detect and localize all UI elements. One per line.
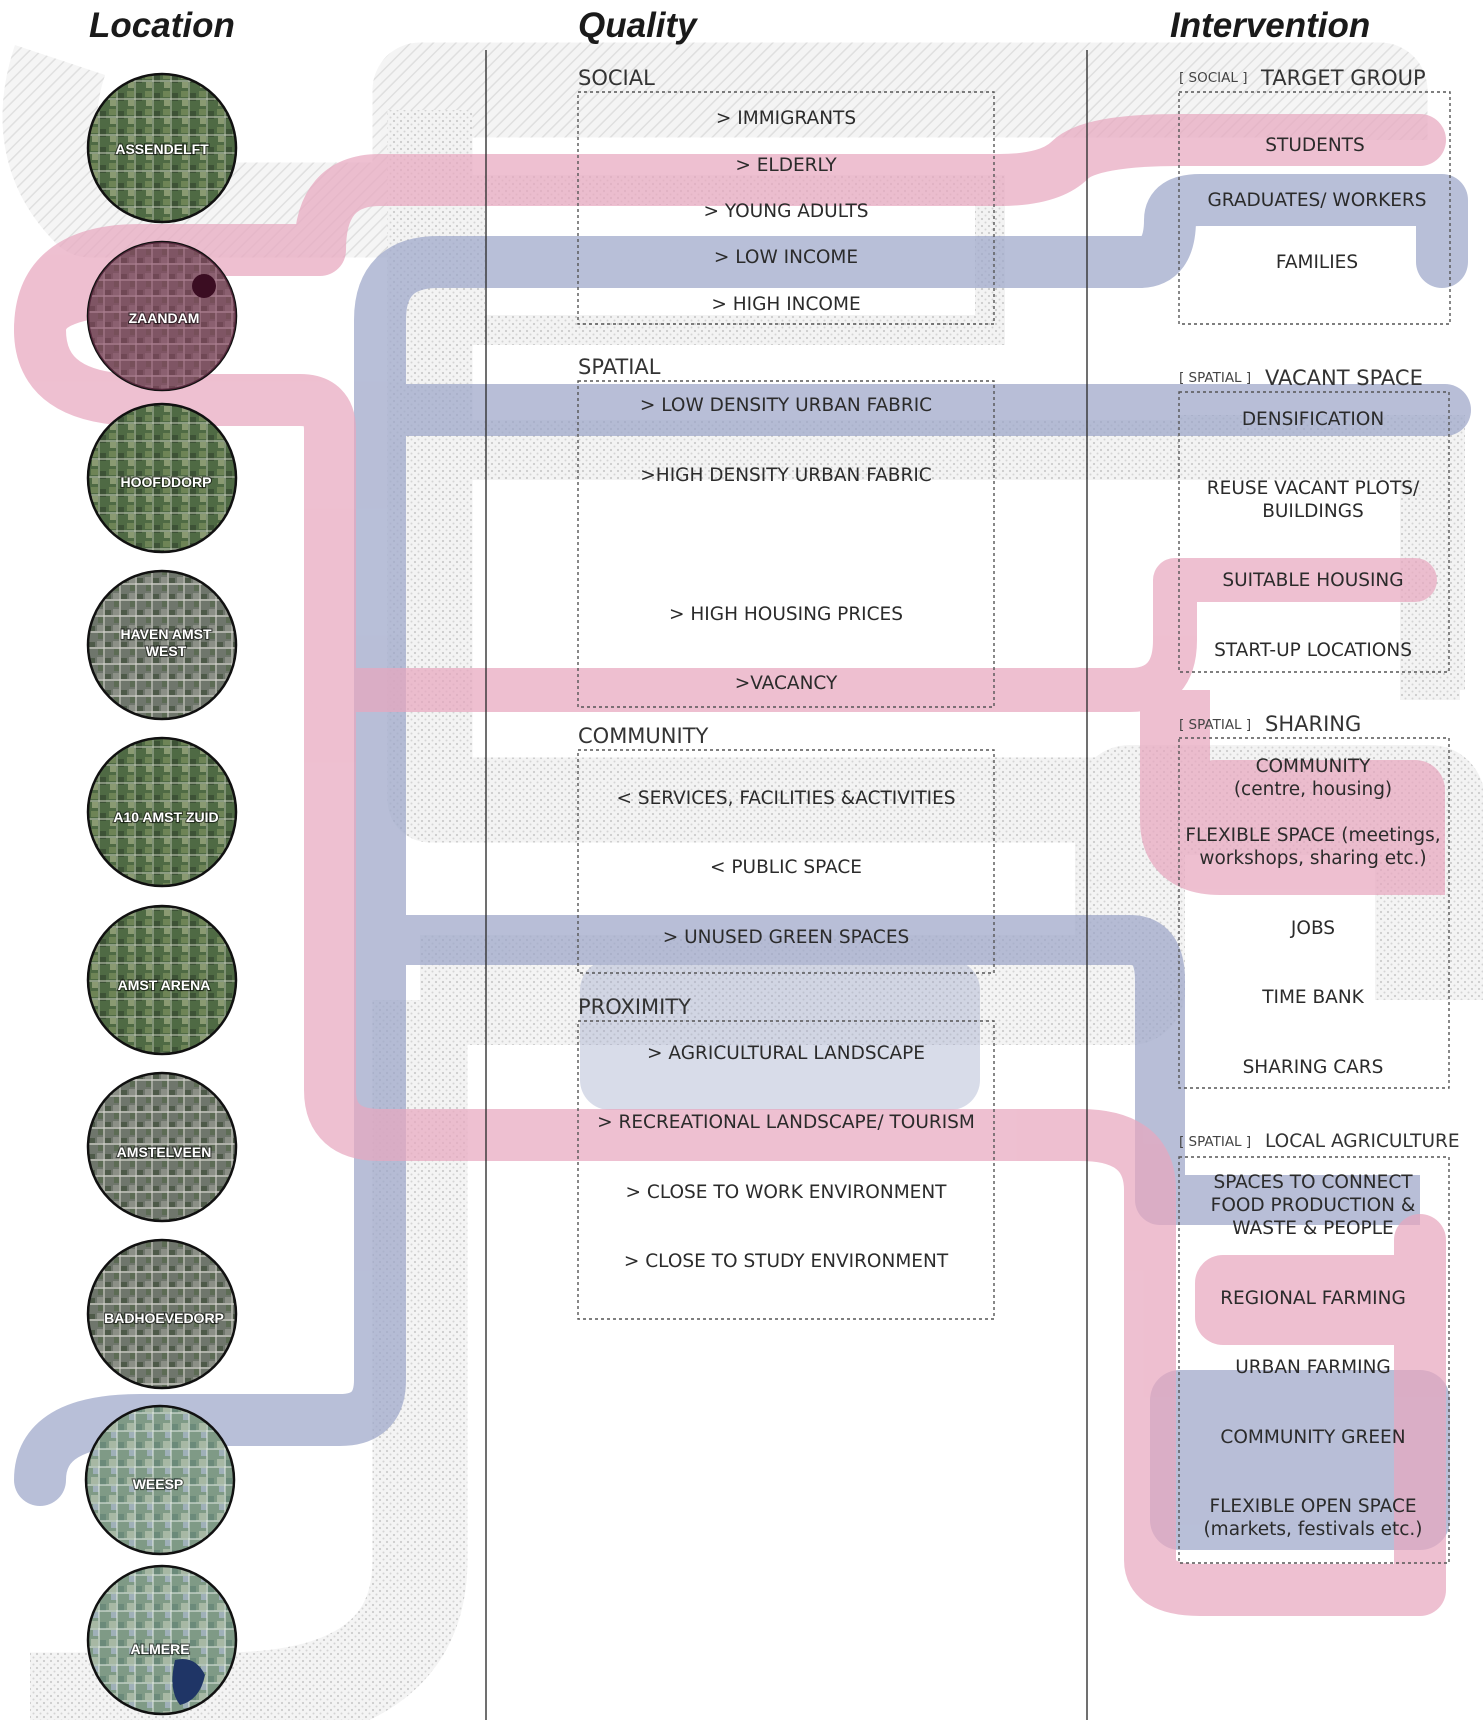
- location-label: ZAANDAM: [129, 310, 200, 326]
- quality-item: >VACANCY: [735, 673, 838, 694]
- section-box: [577, 1020, 995, 1320]
- intervention-item: FOOD PRODUCTION &: [1211, 1195, 1416, 1216]
- quality-item: > YOUNG ADULTS: [703, 201, 868, 222]
- quality-item: > HIGH INCOME: [711, 294, 860, 315]
- location-amstelveen[interactable]: AMSTELVEEN: [86, 1071, 238, 1223]
- section-tag: [ SPATIAL ]: [1179, 717, 1251, 733]
- section-tag: [ SPATIAL ]: [1179, 1134, 1251, 1150]
- section-box: [577, 380, 995, 708]
- quality-item: > IMMIGRANTS: [716, 108, 856, 129]
- intervention-item: DENSIFICATION: [1242, 409, 1384, 430]
- section-title: SOCIAL: [578, 66, 655, 90]
- location-assendelft[interactable]: ASSENDELFT: [86, 72, 238, 224]
- section-box: [577, 749, 995, 974]
- intervention-item: STUDENTS: [1265, 135, 1364, 156]
- pink-path-layer: [14, 114, 1446, 1616]
- location-label: ALMERE: [130, 1641, 189, 1657]
- intervention-sharing-section: [ SPATIAL ] SHARING COMMUNITY (centre, h…: [1178, 712, 1450, 1089]
- quality-item: > RECREATIONAL LANDSCAPE/ TOURISM: [597, 1112, 975, 1133]
- section-box: [1178, 1156, 1450, 1564]
- intervention-item: COMMUNITY GREEN: [1220, 1427, 1405, 1448]
- location-label: AMST ARENA: [118, 977, 211, 993]
- location-label: BADHOEVEDORP: [104, 1310, 224, 1326]
- intervention-item: URBAN FARMING: [1235, 1357, 1391, 1378]
- location-amst-arena[interactable]: AMST ARENA: [86, 904, 238, 1056]
- quality-header: Quality: [578, 6, 698, 45]
- quality-item: > LOW INCOME: [714, 247, 858, 268]
- section-tag: [ SPATIAL ]: [1179, 370, 1251, 386]
- quality-item: > CLOSE TO STUDY ENVIRONMENT: [624, 1251, 949, 1272]
- intervention-item: REGIONAL FARMING: [1220, 1288, 1406, 1309]
- section-box: [1178, 391, 1450, 673]
- quality-spatial-section: SPATIAL > LOW DENSITY URBAN FABRIC >HIGH…: [577, 355, 995, 708]
- location-weesp[interactable]: WEESP: [84, 1404, 236, 1556]
- intervention-target-group-section: [ SOCIAL ] TARGET GROUP STUDENTS GRADUAT…: [1178, 66, 1451, 325]
- section-title: SHARING: [1265, 712, 1361, 736]
- intervention-item: GRADUATES/ WORKERS: [1207, 190, 1426, 211]
- location-label: A10 AMST ZUID: [113, 809, 218, 825]
- location-label: ASSENDELFT: [115, 141, 209, 157]
- quality-item: < PUBLIC SPACE: [710, 857, 862, 878]
- quality-proximity-section: PROXIMITY > AGRICULTURAL LANDSCAPE > REC…: [577, 995, 995, 1320]
- intervention-item: WASTE & PEOPLE: [1232, 1218, 1393, 1239]
- quality-item: > LOW DENSITY URBAN FABRIC: [640, 395, 932, 416]
- intervention-header: Intervention: [1170, 6, 1370, 45]
- section-title: COMMUNITY: [578, 724, 709, 748]
- intervention-item: SPACES TO CONNECT: [1213, 1172, 1413, 1193]
- location-hoofddorp[interactable]: HOOFDDORP: [86, 402, 238, 554]
- intervention-item: BUILDINGS: [1262, 501, 1364, 522]
- section-title: TARGET GROUP: [1260, 66, 1426, 90]
- quality-item: > HIGH HOUSING PRICES: [669, 604, 903, 625]
- intervention-vacant-space-section: [ SPATIAL ] VACANT SPACE DENSIFICATION R…: [1178, 366, 1450, 673]
- intervention-item: FAMILIES: [1276, 252, 1358, 273]
- quality-social-section: SOCIAL > IMMIGRANTS > ELDERLY > YOUNG AD…: [577, 66, 995, 325]
- quality-item: > AGRICULTURAL LANDSCAPE: [647, 1043, 925, 1064]
- location-badhoevedorp[interactable]: BADHOEVEDORP: [86, 1238, 238, 1390]
- location-header: Location: [89, 6, 235, 45]
- intervention-item: workshops, sharing etc.): [1199, 848, 1426, 869]
- intervention-item: REUSE VACANT PLOTS/: [1207, 478, 1420, 499]
- quality-community-section: COMMUNITY < SERVICES, FACILITIES &ACTIVI…: [577, 724, 995, 974]
- intervention-item: (markets, festivals etc.): [1203, 1519, 1422, 1540]
- quality-item: > UNUSED GREEN SPACES: [663, 927, 910, 948]
- section-box: [1178, 91, 1451, 325]
- section-box: [1178, 737, 1450, 1089]
- section-title: VACANT SPACE: [1265, 366, 1423, 390]
- location-label: AMSTELVEEN: [117, 1144, 212, 1160]
- quality-item: >HIGH DENSITY URBAN FABRIC: [640, 465, 931, 486]
- quality-item: < SERVICES, FACILITIES &ACTIVITIES: [616, 788, 955, 809]
- location-label: HOOFDDORP: [121, 474, 212, 490]
- intervention-item: SHARING CARS: [1243, 1057, 1384, 1078]
- intervention-item: TIME BANK: [1261, 987, 1364, 1008]
- location-a10-amst-zuid[interactable]: A10 AMST ZUID: [86, 736, 238, 888]
- intervention-item: (centre, housing): [1234, 779, 1392, 800]
- quality-item: > ELDERLY: [735, 155, 837, 176]
- section-tag: [ SOCIAL ]: [1179, 70, 1247, 86]
- location-label: WEESP: [133, 1476, 184, 1492]
- location-almere[interactable]: ALMERE: [86, 1564, 238, 1716]
- intervention-item: SUITABLE HOUSING: [1222, 570, 1403, 591]
- intervention-item: START-UP LOCATIONS: [1214, 640, 1412, 661]
- intervention-item: JOBS: [1290, 918, 1335, 939]
- section-title: SPATIAL: [578, 355, 661, 379]
- section-title: PROXIMITY: [578, 995, 691, 1019]
- intervention-item: COMMUNITY: [1256, 756, 1372, 777]
- intervention-item: FLEXIBLE SPACE (meetings,: [1185, 825, 1440, 846]
- section-title: LOCAL AGRICULTURE: [1265, 1131, 1460, 1152]
- location-zaandam[interactable]: ZAANDAM: [86, 240, 238, 392]
- quality-item: > CLOSE TO WORK ENVIRONMENT: [626, 1182, 948, 1203]
- intervention-local-agriculture-section: [ SPATIAL ] LOCAL AGRICULTURE SPACES TO …: [1178, 1131, 1460, 1564]
- blue-path-layer: [14, 174, 1471, 1550]
- intervention-item: FLEXIBLE OPEN SPACE: [1209, 1496, 1416, 1517]
